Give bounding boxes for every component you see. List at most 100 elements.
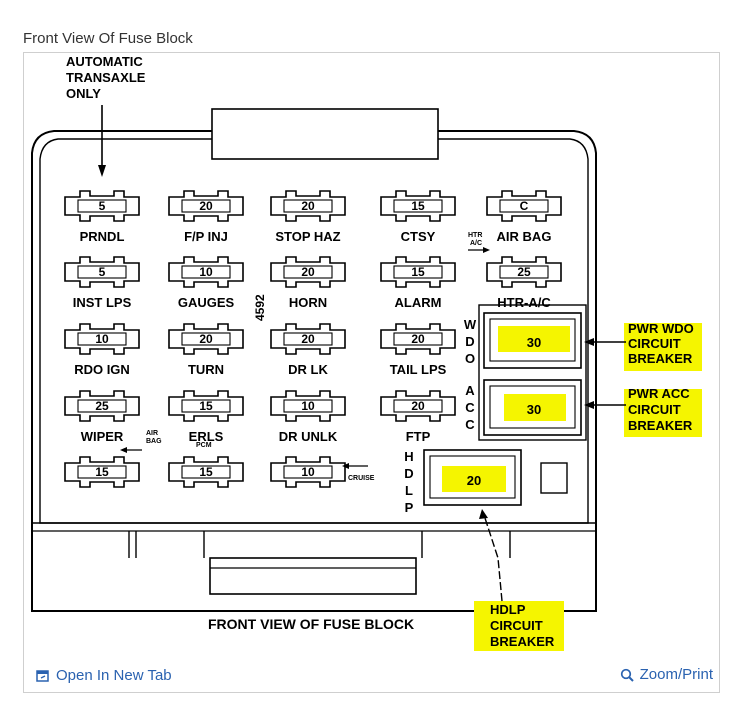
hdlp-callout-line1: HDLP: [490, 602, 526, 617]
fuse-window: [499, 199, 549, 213]
fuse-window: [283, 399, 333, 413]
wdo-callout-arrowhead: [584, 338, 594, 346]
fuse-rating: 5: [99, 265, 106, 279]
breaker-vertical-letter: H: [404, 449, 413, 464]
fuse-rating: 25: [517, 265, 531, 279]
fuse-body: [270, 256, 346, 288]
zoom-print-link[interactable]: Zoom/Print: [620, 666, 713, 683]
fuse-label: PRNDL: [80, 229, 125, 244]
open-in-new-tab-label: Open In New Tab: [56, 667, 172, 684]
fuse-label: CTSY: [401, 229, 436, 244]
fuse-rating: 15: [95, 465, 109, 479]
fuse-body: [168, 390, 244, 422]
fuse-label: DR LK: [288, 362, 328, 377]
part-code: 4592: [253, 294, 267, 321]
hdlp-callout-leader: [483, 514, 503, 602]
fuse: 20F/P INJ: [168, 190, 244, 244]
fuse-label: STOP HAZ: [275, 229, 340, 244]
fuse-rating: 20: [411, 399, 425, 413]
airbag-small-label-1: AIR: [146, 430, 158, 437]
fuse-label: GAUGES: [178, 295, 235, 310]
wdo-callout-line1: PWR WDO: [628, 321, 694, 336]
fuse-rating: 10: [301, 465, 315, 479]
fuse-rating: C: [520, 199, 529, 213]
fuse-rating: 15: [411, 199, 425, 213]
callout-arrowhead: [98, 165, 106, 177]
wdo-callout-line2: CIRCUIT: [628, 336, 681, 351]
fuse: 15: [168, 456, 244, 488]
fuse-window: [181, 332, 231, 346]
fuse-rating: 15: [411, 265, 425, 279]
fuse-body: [270, 190, 346, 222]
fuse-label: INST LPS: [73, 295, 132, 310]
fuse-label: FTP: [406, 429, 431, 444]
breaker-vertical-letter: W: [464, 317, 477, 332]
fuse-body: [168, 323, 244, 355]
fuse-label: ALARM: [395, 295, 442, 310]
fuse-rating: 20: [411, 332, 425, 346]
fuse-body: [380, 256, 456, 288]
hdlp-label-highlight: [474, 601, 564, 651]
fuse-label: HTR-A/C: [497, 295, 551, 310]
hdlp-callout-line2: CIRCUIT: [490, 618, 543, 633]
open-in-new-tab-link[interactable]: Open In New Tab: [36, 667, 172, 684]
acc-label-highlight: [624, 389, 702, 437]
bottom-tab: [209, 557, 417, 595]
fuse-body: [380, 323, 456, 355]
fuse-window: [283, 199, 333, 213]
acc-breaker-inner: [489, 385, 576, 429]
fuse-window: [393, 332, 443, 346]
fuse-window: [283, 265, 333, 279]
wdo-breaker-value: 30: [527, 335, 541, 350]
breaker-vertical-letter: L: [405, 483, 413, 498]
fuse-rating: 20: [301, 199, 315, 213]
fuse-window: [283, 332, 333, 346]
acc-callout-line3: BREAKER: [628, 418, 693, 433]
breaker-vertical-letter: C: [465, 417, 475, 432]
wdo-label-highlight: [624, 323, 702, 371]
top-tab: [211, 108, 439, 160]
fuse-rating: 25: [95, 399, 109, 413]
fuse-rating: 20: [199, 332, 213, 346]
fuse-rating: 15: [199, 399, 213, 413]
fuse-block-outline: [31, 130, 597, 612]
fuse-window: [77, 265, 127, 279]
fuse-rating: 20: [301, 265, 315, 279]
breaker-vertical-letter: D: [465, 334, 474, 349]
fuse-body: [64, 190, 140, 222]
callout-automatic: AUTOMATIC: [66, 54, 143, 69]
fuse-label: AIR BAG: [497, 229, 552, 244]
airbag-arrowhead: [120, 447, 127, 453]
fuse-body: [270, 390, 346, 422]
fuse-label: RDO IGN: [74, 362, 130, 377]
breaker-vertical-letter: O: [465, 351, 475, 366]
fuse-window: [77, 199, 127, 213]
htr-small-label: HTR: [468, 232, 482, 239]
pcm-small-label: PCM: [196, 442, 212, 449]
fuse-body: [270, 456, 346, 488]
fuse-body: [486, 256, 562, 288]
callout-transaxle: TRANSAXLE: [66, 70, 146, 85]
hdlp-callout-arrowhead: [479, 509, 488, 519]
magnifier-icon: [620, 668, 634, 682]
fuse-body: [64, 456, 140, 488]
new-tab-icon: [36, 669, 49, 682]
acc-callout-arrowhead: [584, 401, 594, 409]
fuse: 15: [64, 456, 140, 488]
breaker-vertical-letter: P: [405, 500, 414, 515]
breaker-vertical-letter: D: [404, 466, 413, 481]
fuse-window: [283, 465, 333, 479]
